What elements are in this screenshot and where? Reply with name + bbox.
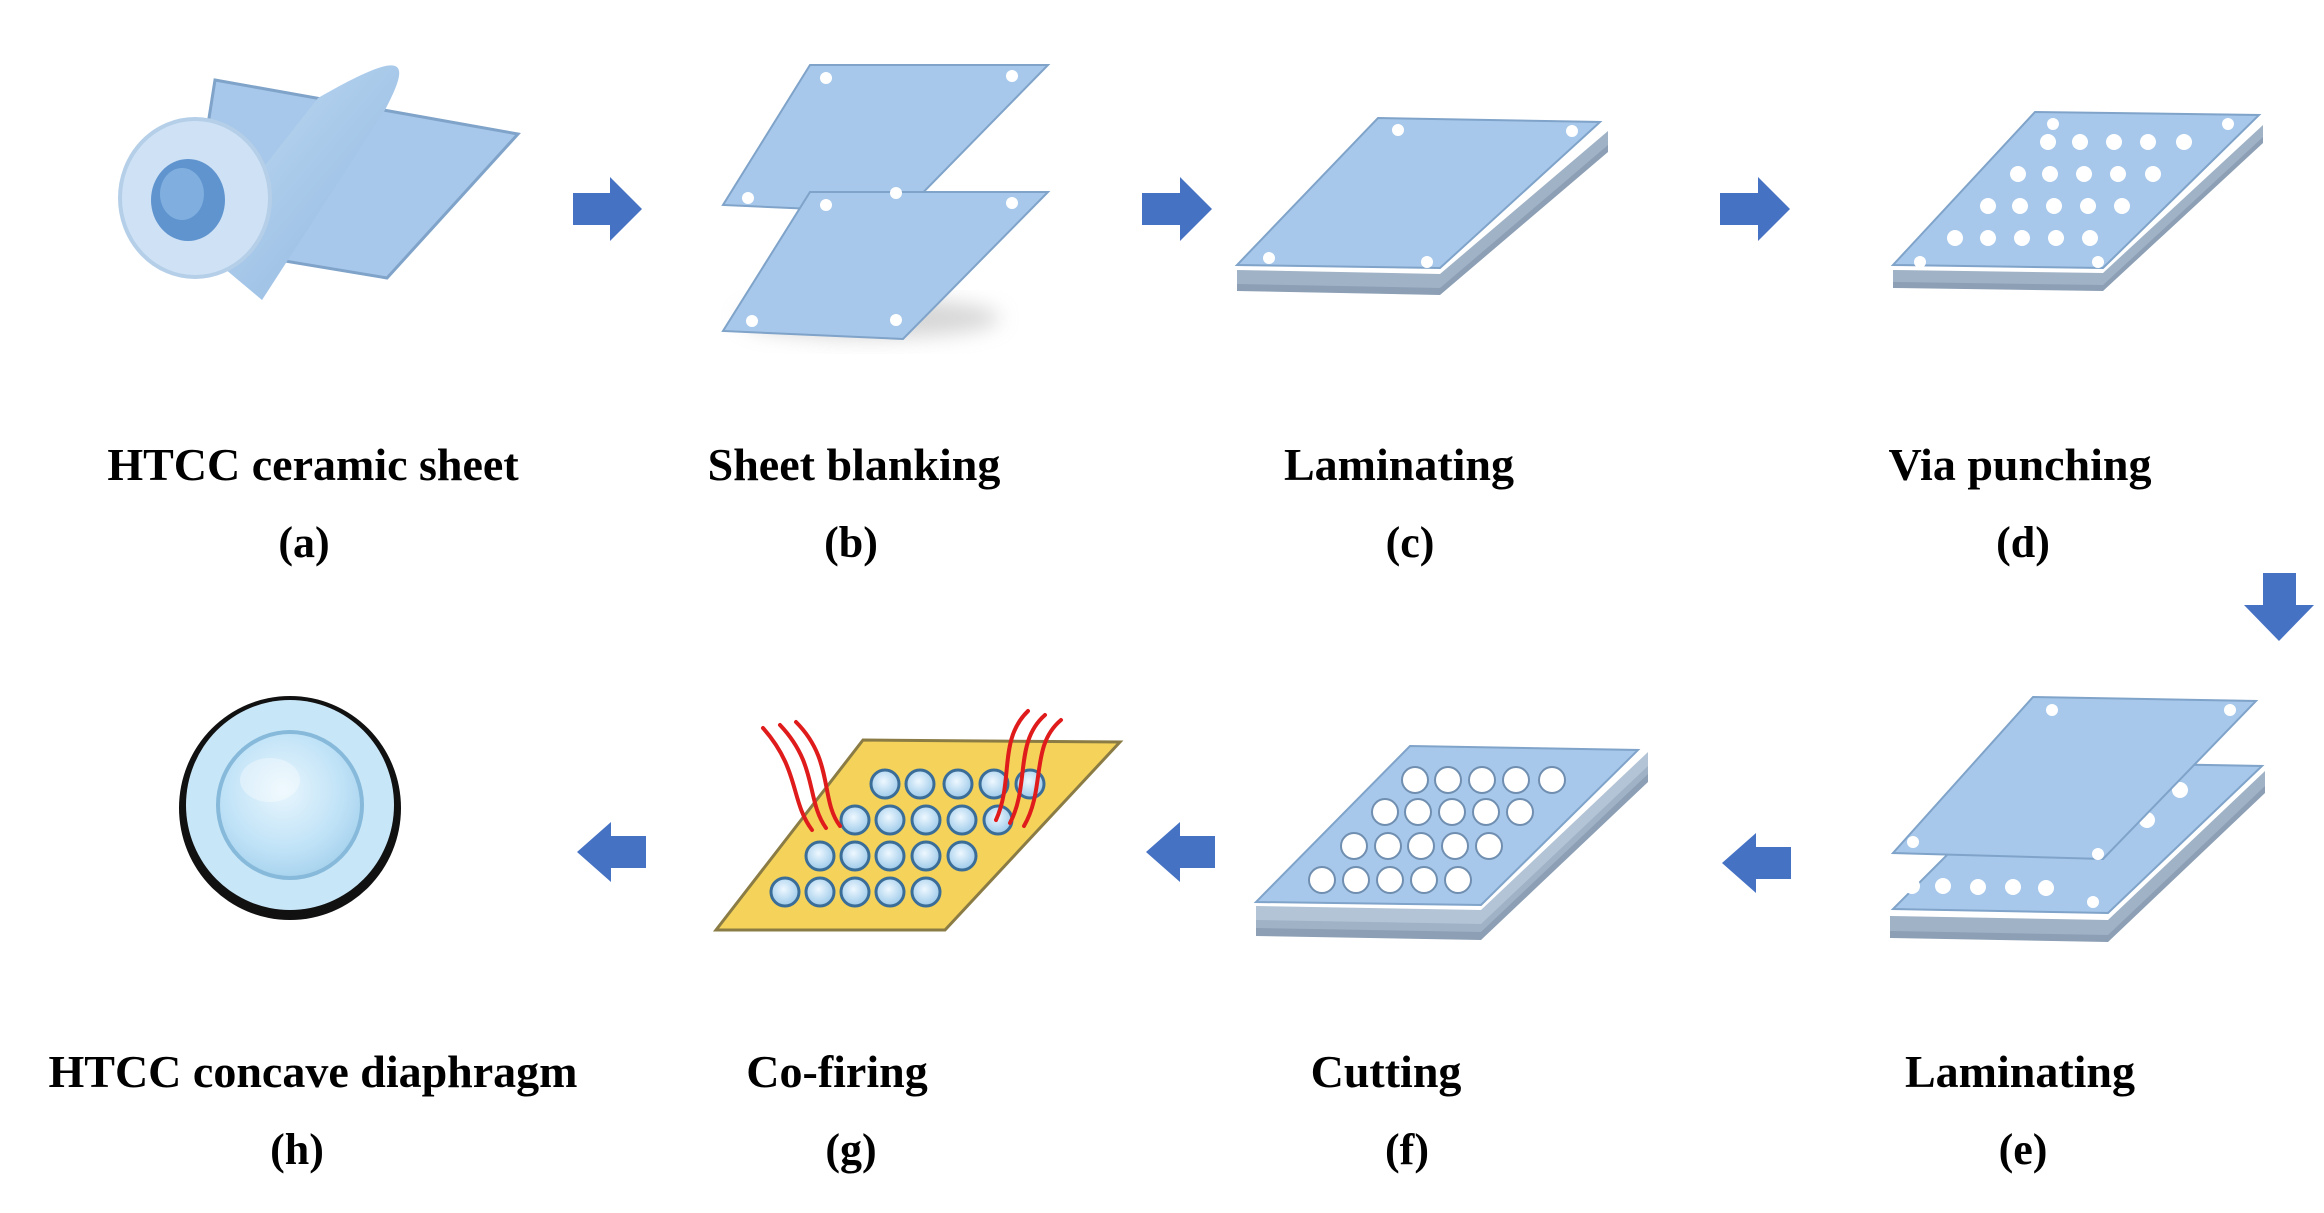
hole-mark xyxy=(910,804,942,836)
hole-mark xyxy=(942,768,974,800)
step-a-letter: (a) xyxy=(278,518,330,567)
hole-mark xyxy=(2222,118,2234,130)
stacked-laminate-icon xyxy=(1890,695,2265,942)
arrow-right-icon xyxy=(1720,177,1790,241)
step-h-letter: (h) xyxy=(270,1125,324,1174)
hole-mark xyxy=(1340,832,1368,860)
step-f-label: Cutting xyxy=(1310,1046,1462,1097)
hole-mark xyxy=(2076,166,2092,182)
hole-mark xyxy=(1410,866,1438,894)
hole-mark xyxy=(1376,866,1404,894)
hole-mark xyxy=(910,840,942,872)
step-b-label: Sheet blanking xyxy=(707,439,1001,490)
hole-mark xyxy=(839,876,871,908)
arrow-left-icon xyxy=(1146,822,1215,882)
hole-mark xyxy=(1371,798,1399,826)
hole-mark xyxy=(2072,134,2088,150)
hole-mark xyxy=(946,804,978,836)
laminated-stack-icon xyxy=(1234,116,1608,295)
hole-mark xyxy=(978,768,1010,800)
hole-mark xyxy=(804,876,836,908)
step-e-label: Laminating xyxy=(1904,1046,2136,1097)
step-d-letter: (d) xyxy=(1996,518,2050,567)
hole-mark xyxy=(1438,798,1466,826)
hole-mark xyxy=(874,876,906,908)
arrow-right-icon xyxy=(573,177,642,241)
step-e-letter: (e) xyxy=(1998,1125,2048,1174)
hole-mark xyxy=(1947,230,1963,246)
hole-mark xyxy=(910,876,942,908)
hole-mark xyxy=(2106,134,2122,150)
step-g-letter: (g) xyxy=(825,1125,877,1174)
hole-mark xyxy=(2110,166,2126,182)
hole-mark xyxy=(1980,230,1996,246)
hole-mark xyxy=(1914,256,1926,268)
hole-mark xyxy=(874,804,906,836)
punched-stack-icon xyxy=(1890,110,2263,291)
hole-mark xyxy=(2176,134,2192,150)
step-h-label: HTCC concave diaphragm xyxy=(48,1046,578,1097)
hole-mark xyxy=(1407,832,1435,860)
hole-mark xyxy=(1980,198,1996,214)
arrow-left-icon xyxy=(577,822,646,882)
cut-stack-icon xyxy=(1253,744,1648,940)
hole-mark xyxy=(2140,134,2156,150)
hole-mark xyxy=(869,768,901,800)
step-b-letter: (b) xyxy=(824,518,878,567)
hole-mark xyxy=(1374,832,1402,860)
hole-mark xyxy=(1538,766,1566,794)
hole-mark xyxy=(769,876,801,908)
hole-mark xyxy=(2012,198,2028,214)
hole-mark xyxy=(839,840,871,872)
hole-mark xyxy=(2040,134,2056,150)
hole-mark xyxy=(2092,256,2104,268)
step-a-label: HTCC ceramic sheet xyxy=(107,439,519,490)
hole-mark xyxy=(2042,166,2058,182)
hole-mark xyxy=(946,840,978,872)
hole-mark xyxy=(1502,766,1530,794)
hole-mark xyxy=(2046,198,2062,214)
step-f-letter: (f) xyxy=(1385,1125,1429,1174)
hole-mark xyxy=(2082,230,2098,246)
hole-mark xyxy=(2114,198,2130,214)
arrow-right-icon xyxy=(1142,177,1212,241)
hole-mark xyxy=(1434,766,1462,794)
arrow-down-icon xyxy=(2244,573,2314,641)
step-g-label: Co-firing xyxy=(746,1046,928,1097)
step-d-label: Via punching xyxy=(1888,439,2152,490)
step-c-label: Laminating xyxy=(1283,439,1515,490)
hole-mark xyxy=(804,840,836,872)
hole-mark xyxy=(2048,230,2064,246)
hole-mark xyxy=(839,804,871,836)
step-c-letter: (c) xyxy=(1385,518,1435,567)
hole-mark xyxy=(1506,798,1534,826)
hole-mark xyxy=(2010,166,2026,182)
hole-mark xyxy=(874,840,906,872)
hole-mark xyxy=(1444,866,1472,894)
hole-mark xyxy=(904,768,936,800)
hole-mark xyxy=(1441,832,1469,860)
hole-mark xyxy=(1308,866,1336,894)
hole-mark xyxy=(2014,230,2030,246)
ceramic-roll-icon xyxy=(118,65,521,300)
concave-diaphragm-icon xyxy=(179,696,401,920)
hole-mark xyxy=(2047,118,2059,130)
hole-mark xyxy=(1475,832,1503,860)
arrow-left-icon xyxy=(1722,833,1791,893)
hole-mark xyxy=(1342,866,1370,894)
cofiring-icon xyxy=(712,709,1124,932)
blanked-sheets-icon xyxy=(721,64,1051,341)
hole-mark xyxy=(2145,166,2161,182)
hole-mark xyxy=(1404,798,1432,826)
hole-mark xyxy=(2080,198,2096,214)
hole-mark xyxy=(1401,766,1429,794)
hole-mark xyxy=(1472,798,1500,826)
hole-mark xyxy=(1468,766,1496,794)
